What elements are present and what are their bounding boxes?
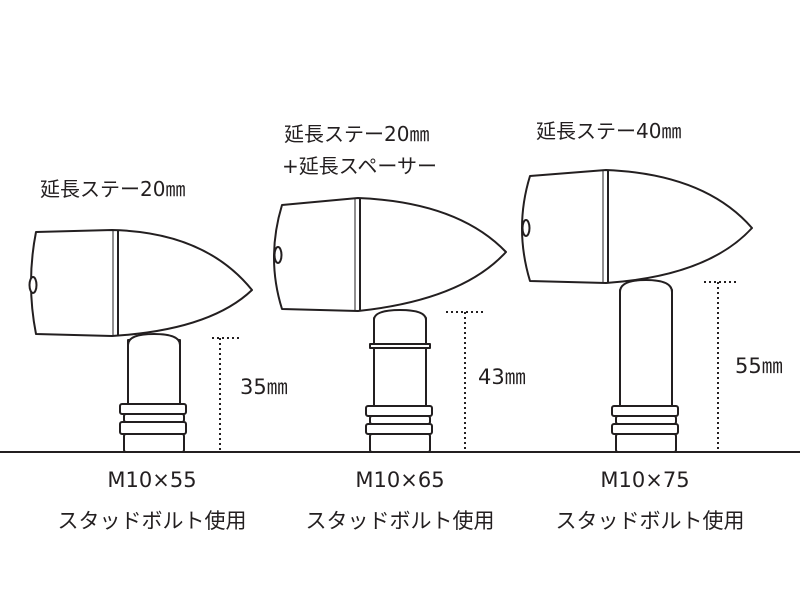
- variant-1-housing: [30, 229, 253, 337]
- variant-2-caption-line-1: 延長ステー20㎜: [284, 122, 429, 146]
- variant-3-stem: [619, 289, 673, 407]
- variant-1-group: 延長ステー20㎜ 35㎜ M10×55 スタッドボルト使用: [28, 177, 288, 533]
- variant-1-lens-screw: [28, 276, 38, 294]
- variant-3-dimension-indicator: [704, 281, 738, 452]
- variant-2-stem-joint: [369, 343, 431, 349]
- variant-3-turn-signal: [521, 169, 753, 453]
- variant-1-stem-collar: [127, 333, 181, 346]
- variant-2-dimension-indicator: [446, 311, 485, 452]
- variant-3-stem-collar: [619, 279, 673, 293]
- variant-3-base-ring-upper: [615, 415, 677, 425]
- variant-1-turn-signal: [28, 229, 253, 453]
- variant-1-bolt-size: M10×55: [107, 468, 196, 492]
- variant-3-base-ring-middle: [611, 423, 679, 435]
- variant-2-group: 延長ステー20㎜ +延長スペーサー 43㎜ M10×65 スタッドボルト使用: [273, 122, 526, 533]
- variant-2-caption-line-2: +延長スペーサー: [282, 154, 437, 178]
- variant-2-bolt-size: M10×65: [355, 468, 444, 492]
- variant-3-housing: [521, 169, 753, 284]
- variant-1-base-ring-upper: [123, 413, 185, 423]
- variant-3-base-ring-bottom: [615, 433, 677, 453]
- variant-2-stem: [373, 317, 427, 407]
- variant-1-base-ring-middle: [119, 421, 187, 435]
- variant-2-stem-collar: [373, 309, 427, 321]
- variant-1-dimension-label: 35㎜: [240, 375, 288, 399]
- variant-2-base-ring-upper: [369, 415, 431, 425]
- variant-3-base-ring-top: [611, 405, 679, 417]
- variant-2-dimension-label: 43㎜: [478, 365, 526, 389]
- variant-2-bolt-note: スタッドボルト使用: [306, 509, 495, 533]
- variant-1-bolt-note: スタッドボルト使用: [58, 509, 247, 533]
- variant-3-bolt-size: M10×75: [600, 468, 689, 492]
- variant-3-bolt-note: スタッドボルト使用: [556, 509, 745, 533]
- variant-2-base-ring-top: [365, 405, 433, 417]
- variant-3-lens-screw: [521, 219, 531, 237]
- variant-1-base-ring-bottom: [123, 433, 185, 453]
- variant-1-dimension-indicator: [212, 337, 240, 452]
- variant-1-base-ring-top: [119, 403, 187, 415]
- variant-2-lens-screw: [273, 246, 283, 264]
- variant-3-caption: 延長ステー40㎜: [536, 119, 681, 143]
- variant-2-housing: [273, 197, 507, 312]
- variant-2-base-ring-bottom: [369, 433, 431, 453]
- variant-1-caption: 延長ステー20㎜: [40, 177, 185, 201]
- variant-2-turn-signal: [273, 197, 507, 453]
- variant-1-stem: [127, 339, 181, 405]
- variant-3-group: 延長ステー40㎜ 55㎜ M10×75 スタッドボルト使用: [521, 119, 783, 533]
- variant-2-base-ring-middle: [365, 423, 433, 435]
- variant-3-dimension-label: 55㎜: [735, 354, 783, 378]
